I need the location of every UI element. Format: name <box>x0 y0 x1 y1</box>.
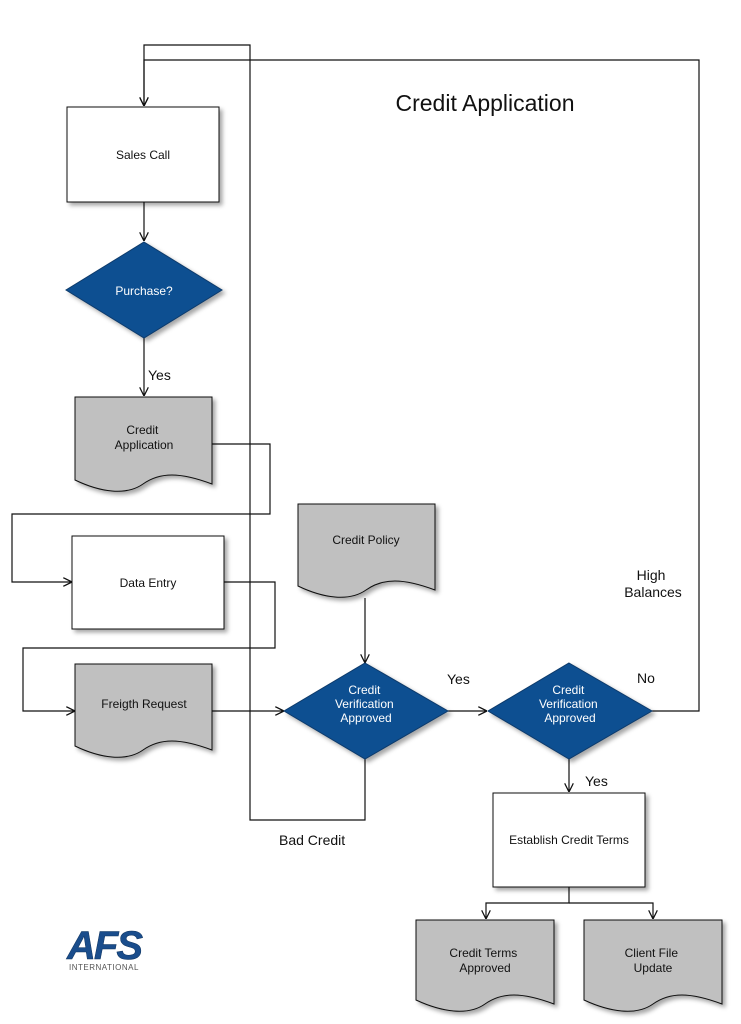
page-title: Credit Application <box>396 90 575 116</box>
decision-credit-verification-1: Credit Verification Approved <box>283 662 449 760</box>
edge-label-high-balances: High Balances <box>624 567 682 600</box>
document-client-file-update: Client File Update <box>583 919 723 1012</box>
verification-1-label: Credit Verification Approved <box>335 683 397 725</box>
document-credit-application: Credit Application <box>74 396 213 492</box>
establish-terms-label: Establish Credit Terms <box>509 833 629 847</box>
credit-policy-label: Credit Policy <box>332 533 399 547</box>
edge-label-verify2-no: No <box>637 670 655 686</box>
edge-label-bad-credit: Bad Credit <box>279 832 345 848</box>
connector-badcredit-loop <box>144 44 366 821</box>
freight-request-label: Freigth Request <box>101 697 187 711</box>
data-entry-label: Data Entry <box>120 576 177 590</box>
process-establish-credit-terms: Establish Credit Terms <box>492 792 646 888</box>
logo-subtitle: INTERNATIONAL <box>69 963 139 972</box>
edge-label-verify2-yes: Yes <box>585 773 608 789</box>
document-freight-request: Freigth Request <box>74 663 213 758</box>
process-sales-call: Sales Call <box>66 106 220 203</box>
sales-call-label: Sales Call <box>116 148 170 162</box>
credit-terms-approved-label: Credit Terms Approved <box>449 946 520 975</box>
decision-credit-verification-2: Credit Verification Approved <box>487 662 653 760</box>
process-data-entry: Data Entry <box>71 535 225 630</box>
logo-mark: AFS <box>66 924 143 968</box>
verification-2-label: Credit Verification Approved <box>539 683 601 725</box>
document-credit-terms-approved: Credit Terms Approved <box>415 919 555 1012</box>
document-credit-policy: Credit Policy <box>297 503 436 598</box>
credit-application-label: Credit Application <box>115 423 174 452</box>
connector-creditapp-dataentry <box>11 443 271 582</box>
edge-label-purchase-yes: Yes <box>148 367 171 383</box>
edge-label-verify1-yes: Yes <box>447 671 470 687</box>
connector-establish-clientfile <box>569 902 653 919</box>
connector-highbalances-loop <box>144 59 700 712</box>
connector-establish-termsapproved <box>486 887 570 919</box>
decision-purchase: Purchase? <box>65 241 223 339</box>
client-file-update-label: Client File Update <box>625 946 682 975</box>
afs-logo: AFS INTERNATIONAL <box>66 924 146 972</box>
purchase-label: Purchase? <box>115 284 173 298</box>
connector-dataentry-freight <box>22 581 276 711</box>
